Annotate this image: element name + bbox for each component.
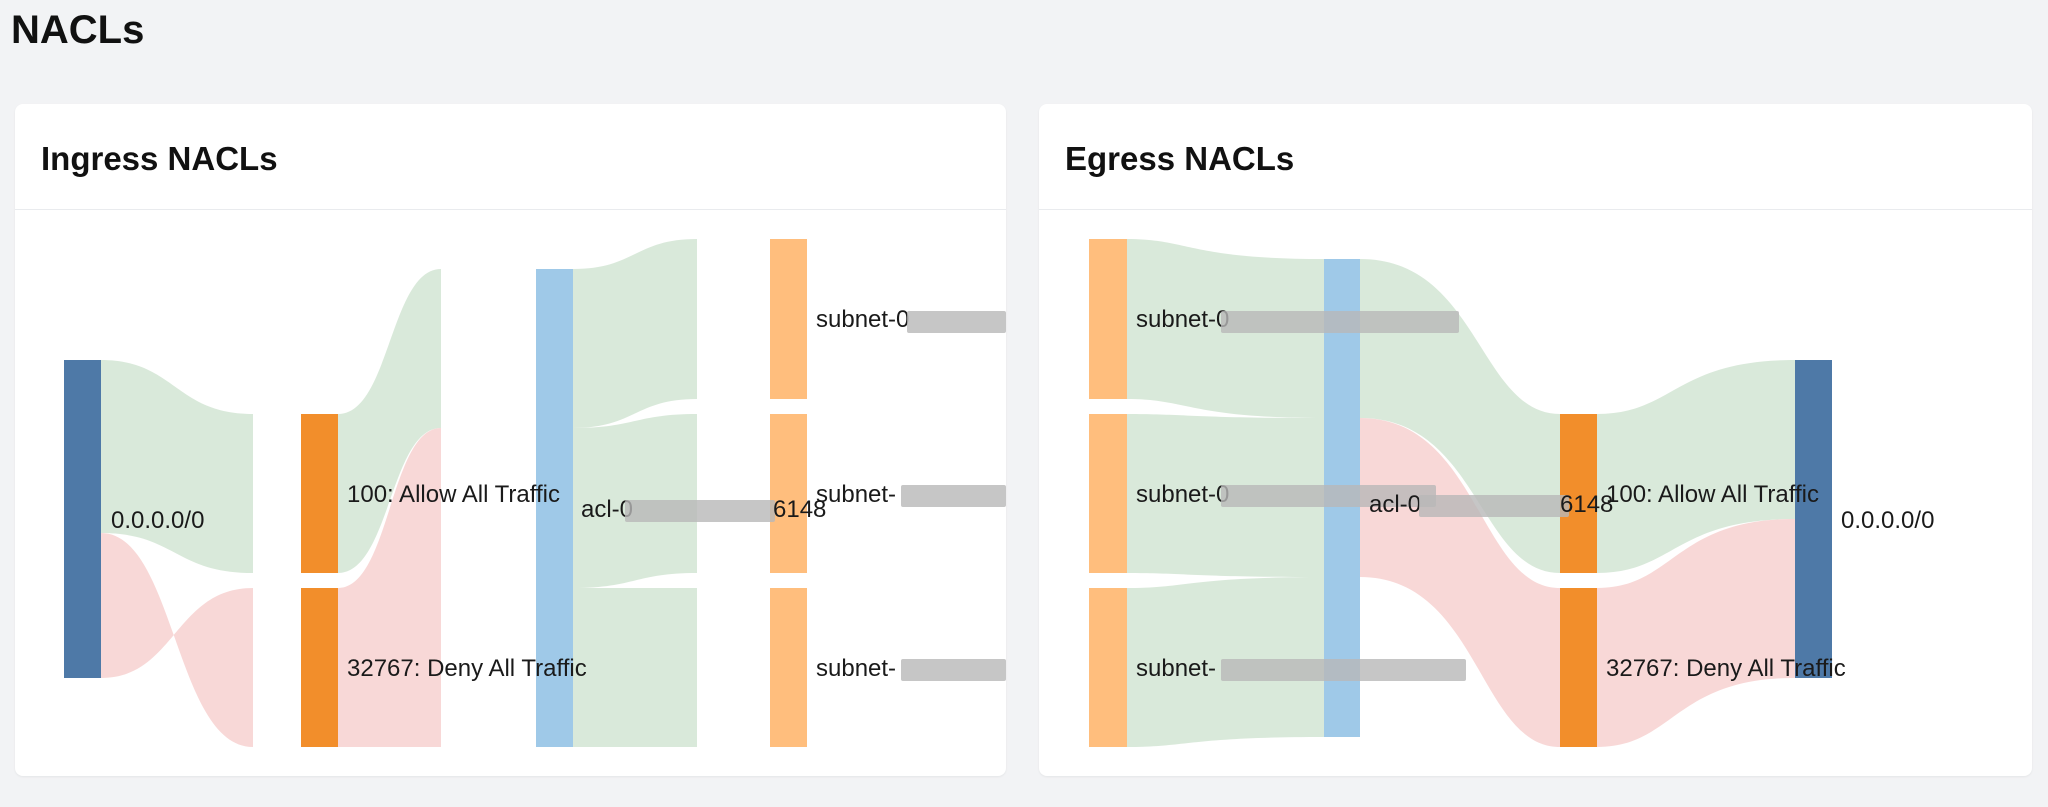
egress-nacls-card: Egress NACLs subnet-0 subnet-0 subnet- a…: [1039, 104, 2032, 776]
subnet-node-1[interactable]: [1089, 239, 1127, 399]
acl-id-redaction: [625, 500, 775, 522]
subnet-2-label: subnet-0: [1136, 481, 1229, 508]
subnet-3-id-redaction: [1221, 659, 1466, 681]
subnet-1-id-redaction: [907, 311, 1006, 333]
deny-rule-label: 32767: Deny All Traffic: [1606, 655, 1846, 682]
link-allow-rule-to-destination: [1597, 360, 1795, 573]
egress-sankey-diagram: subnet-0 subnet-0 subnet- acl-0 6148 100…: [1089, 239, 1934, 747]
acl-id-redaction: [1419, 495, 1569, 517]
page-title: NACLs: [11, 8, 145, 52]
source-label: 0.0.0.0/0: [111, 507, 204, 534]
subnet-2-id-redaction: [901, 485, 1006, 507]
link-source-to-allow-rule: [101, 360, 253, 573]
deny-rule-node[interactable]: [1560, 588, 1597, 747]
ingress-card-title: Ingress NACLs: [41, 140, 278, 177]
link-acl-to-allow-rule: [1360, 259, 1560, 573]
subnet-3-label: subnet-: [1136, 655, 1216, 682]
ingress-nacls-card: Ingress NACLs 0.0.0.0/0 100: Allow All T…: [15, 104, 1006, 776]
deny-rule-label: 32767: Deny All Traffic: [347, 655, 587, 682]
destination-label: 0.0.0.0/0: [1841, 507, 1934, 534]
subnet-3-label: subnet-: [816, 655, 896, 682]
subnet-node-2[interactable]: [770, 414, 807, 573]
acl-node[interactable]: [536, 269, 573, 747]
subnet-node-2[interactable]: [1089, 414, 1127, 573]
subnet-node-3[interactable]: [770, 588, 807, 747]
allow-rule-label: 100: Allow All Traffic: [1606, 481, 1819, 508]
source-node[interactable]: [64, 360, 101, 678]
link-source-to-deny-rule: [101, 533, 253, 747]
ingress-sankey-diagram: 0.0.0.0/0 100: Allow All Traffic 32767: …: [64, 239, 1006, 747]
acl-label-prefix: acl-0: [581, 496, 633, 523]
subnet-3-id-redaction: [901, 659, 1006, 681]
egress-card-header: Egress NACLs: [1039, 104, 2032, 210]
deny-rule-node[interactable]: [301, 588, 338, 747]
link-acl-to-subnet-1: [573, 239, 697, 428]
acl-label-suffix: 6148: [773, 496, 826, 523]
allow-rule-node[interactable]: [301, 414, 338, 573]
allow-rule-label: 100: Allow All Traffic: [347, 481, 560, 508]
acl-label-prefix: acl-0: [1369, 491, 1421, 518]
subnet-node-3[interactable]: [1089, 588, 1127, 747]
link-deny-rule-to-acl: [338, 428, 441, 747]
link-allow-rule-to-acl: [338, 269, 441, 573]
destination-node[interactable]: [1795, 360, 1832, 678]
subnet-1-label: subnet-0: [1136, 306, 1229, 333]
subnet-1-label: subnet-0: [816, 306, 909, 333]
ingress-card-header: Ingress NACLs: [15, 104, 1006, 210]
egress-card-title: Egress NACLs: [1065, 140, 1295, 177]
link-acl-to-subnet-3: [573, 588, 697, 747]
subnet-2-label: subnet-: [816, 481, 896, 508]
subnet-node-1[interactable]: [770, 239, 807, 399]
subnet-2-id-redaction: [1221, 485, 1436, 507]
acl-label-suffix: 6148: [1560, 491, 1613, 518]
allow-rule-node[interactable]: [1560, 414, 1597, 573]
subnet-1-id-redaction: [1221, 311, 1459, 333]
link-deny-rule-to-destination: [1597, 519, 1795, 747]
